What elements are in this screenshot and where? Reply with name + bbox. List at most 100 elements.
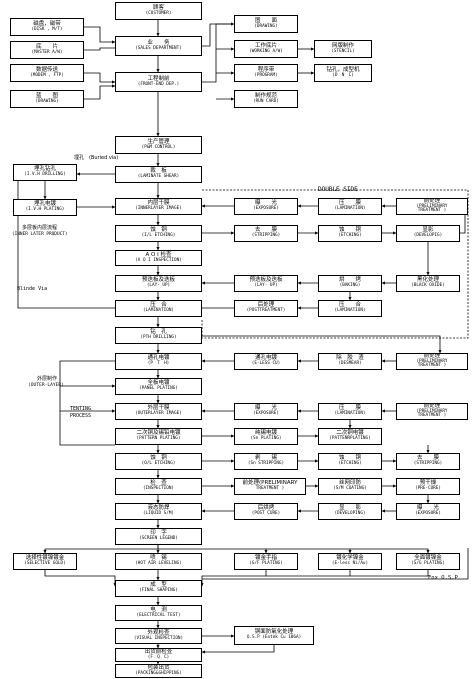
- node-en: (I.V.H DRILLING): [24, 172, 66, 178]
- node-zh: 烘 烤: [338, 277, 361, 284]
- node-posttreat: 后处理(POSTTREATMENT): [234, 300, 298, 317]
- node-zh: 蚀 铜: [338, 455, 361, 462]
- node-en: (PANEL PLATING): [139, 386, 178, 392]
- node-en: (FINAL SHAPING): [139, 588, 178, 594]
- node-zh: 镀金手指: [254, 555, 277, 562]
- node-en: (S/G PLATING): [411, 561, 445, 567]
- node-etching-2: 蚀 铜(ETCHING): [318, 453, 382, 470]
- node-en: (STRIPPING): [413, 461, 443, 467]
- node-drawing-left: 蓝 图(DRAWING): [10, 90, 84, 108]
- node-en: (WORKING A/W): [249, 48, 283, 54]
- node-dnc: 钻孔，成型机(D N C): [314, 64, 372, 82]
- node-en: (Sn STRIPPING): [247, 461, 285, 467]
- connector-85: [44, 570, 117, 587]
- node-zh: 去 膜: [416, 455, 439, 462]
- node-lamination-2: 压 膜(LAMINATION): [318, 403, 382, 420]
- node-selective-gold: 选择性镀镍镀金(SELECTIVE GOLD): [13, 553, 77, 570]
- connector-28: [84, 84, 116, 100]
- label-double-side: DOUBLE SIDE: [318, 186, 358, 193]
- node-zh: 前处理: [423, 198, 441, 205]
- node-en: (OUTERLAYER IMAGE): [135, 411, 182, 417]
- node-en: (STENCIL): [331, 48, 355, 54]
- node-zh: 后烘烤: [257, 505, 275, 512]
- node-zh: 裁 板: [150, 168, 167, 175]
- node-zh: 生产管理: [147, 138, 170, 145]
- node-hal: 喷 锡(HOT AIR LEVELING): [115, 553, 202, 570]
- node-zh: 包装出货: [147, 664, 170, 671]
- node-en: (LAMINATION): [334, 308, 366, 314]
- node-en: TREATMENT ): [417, 413, 447, 419]
- node-zh: 制作规范: [254, 92, 277, 99]
- node-en: (LAMINATION): [142, 308, 175, 314]
- node-en: (CUSTOMER): [145, 10, 172, 16]
- node-en: (LAMINATION): [334, 411, 366, 417]
- node-pattern-plating: 二次铜及锡铅电镀(PATTERN PLATING): [115, 428, 202, 445]
- node-zh: 顾客: [152, 4, 164, 11]
- node-sg-plating: 全面镀镍金(S/G PLATING): [396, 553, 460, 570]
- node-en: (EXPOSURE): [253, 411, 279, 417]
- node-zh: 网版制作: [331, 42, 354, 49]
- node-master: 底 片(MASTER A/W): [10, 41, 84, 59]
- node-zh: 通孔电镀: [147, 355, 170, 362]
- connector-60: [202, 335, 442, 354]
- node-zh: 压 膜: [338, 200, 361, 207]
- node-zh: 磁盘，磁带: [33, 20, 61, 27]
- node-ivh-plating: 埋孔电镀(I.V.H PLATING): [13, 199, 77, 216]
- node-zh: 选择性镀镍镀金: [25, 555, 65, 562]
- node-zh: 除 胶 渣: [336, 355, 364, 362]
- node-en: (E-LESS CU): [251, 361, 281, 367]
- node-drawing-right: 图 面(DRAWING): [234, 15, 298, 33]
- node-en: (LAMINATE SHEAR): [137, 174, 180, 180]
- node-en: (PATTERN PLATING): [136, 436, 181, 442]
- node-en: TREATMENT ): [417, 208, 447, 214]
- node-en: (LAY- UP): [254, 283, 278, 289]
- node-customer: 顾客(CUSTOMER): [115, 2, 202, 20]
- node-en: (DRAWING): [35, 98, 59, 104]
- node-zh: 埋孔钻孔: [33, 166, 56, 173]
- node-outer-image: 外层干膜(OUTERLAYER IMAGE): [115, 403, 202, 420]
- node-exposure-1: 曝 光(EXPOSURE): [234, 198, 298, 215]
- node-zh: 去 膜: [254, 227, 277, 234]
- connector-89: [202, 548, 469, 580]
- node-en: (F Q C): [147, 654, 170, 660]
- node-en: (FRONT-END DEP.): [137, 81, 180, 87]
- node-postcure: 后烘烤(POST CURE): [234, 503, 298, 520]
- node-en: (G/F PLATING): [249, 561, 283, 567]
- node-en: (PRELIMINARY: [416, 408, 448, 414]
- node-en: (PRELIMINARY: [416, 358, 448, 364]
- node-en: (PRE-CURE): [415, 486, 441, 492]
- node-zh: 喷 锡: [150, 555, 167, 562]
- node-en: (DEVELOPIG): [413, 233, 443, 239]
- node-develop-1: 显影(DEVELOPIG): [396, 225, 460, 242]
- node-zh: 纯锡电镀: [254, 430, 277, 437]
- node-en: (ETCHING): [338, 233, 362, 239]
- node-zh: 图 面: [254, 17, 277, 24]
- node-zh: 成 型: [150, 582, 167, 589]
- node-en: (O/L ETCHING): [141, 461, 176, 467]
- node-zh: 前处理: [423, 403, 441, 410]
- node-en: (ETCHING): [338, 461, 362, 467]
- node-pmc: 生产管理(P&M CONTROL): [115, 136, 202, 154]
- node-zh: 工程制前: [147, 75, 170, 82]
- node-en: (EXPOSURE): [415, 511, 441, 517]
- node-zh: 钻 孔: [150, 329, 167, 336]
- node-liquid-sm: 液态防焊(LIQUID S/M): [115, 503, 202, 520]
- node-zh: 全面镀镍金: [414, 555, 442, 562]
- node-exposure-2: 曝 光(EXPOSURE): [234, 403, 298, 420]
- node-en: (P&M CONTROL): [141, 144, 176, 150]
- node-sm-coating: 丝网印防(S/M COATING): [318, 478, 382, 495]
- node-zh: 数据传送: [35, 66, 58, 73]
- node-en: (PACKING&SHIPPING): [135, 670, 182, 676]
- node-zh: 前处理(PRELIMINARY: [242, 480, 298, 487]
- node-zh: 显 影: [338, 505, 361, 512]
- connector-88: [350, 570, 429, 577]
- node-en: (SALES DEPARTMENT): [135, 45, 182, 51]
- node-ol-etch: 蚀 铜(O/L ETCHING): [115, 453, 202, 470]
- node-pattern-cu: 二次铜电镀(PATTENRPLATING): [318, 428, 382, 445]
- node-en: (LAY- UP): [146, 283, 171, 289]
- label-inner-layer-product: (INNER LATER PRODUCT): [12, 232, 68, 237]
- node-zh: 埋孔电镀: [33, 201, 56, 208]
- node-black-oxide: 黑化处理(BLACK OXIDE): [396, 275, 460, 292]
